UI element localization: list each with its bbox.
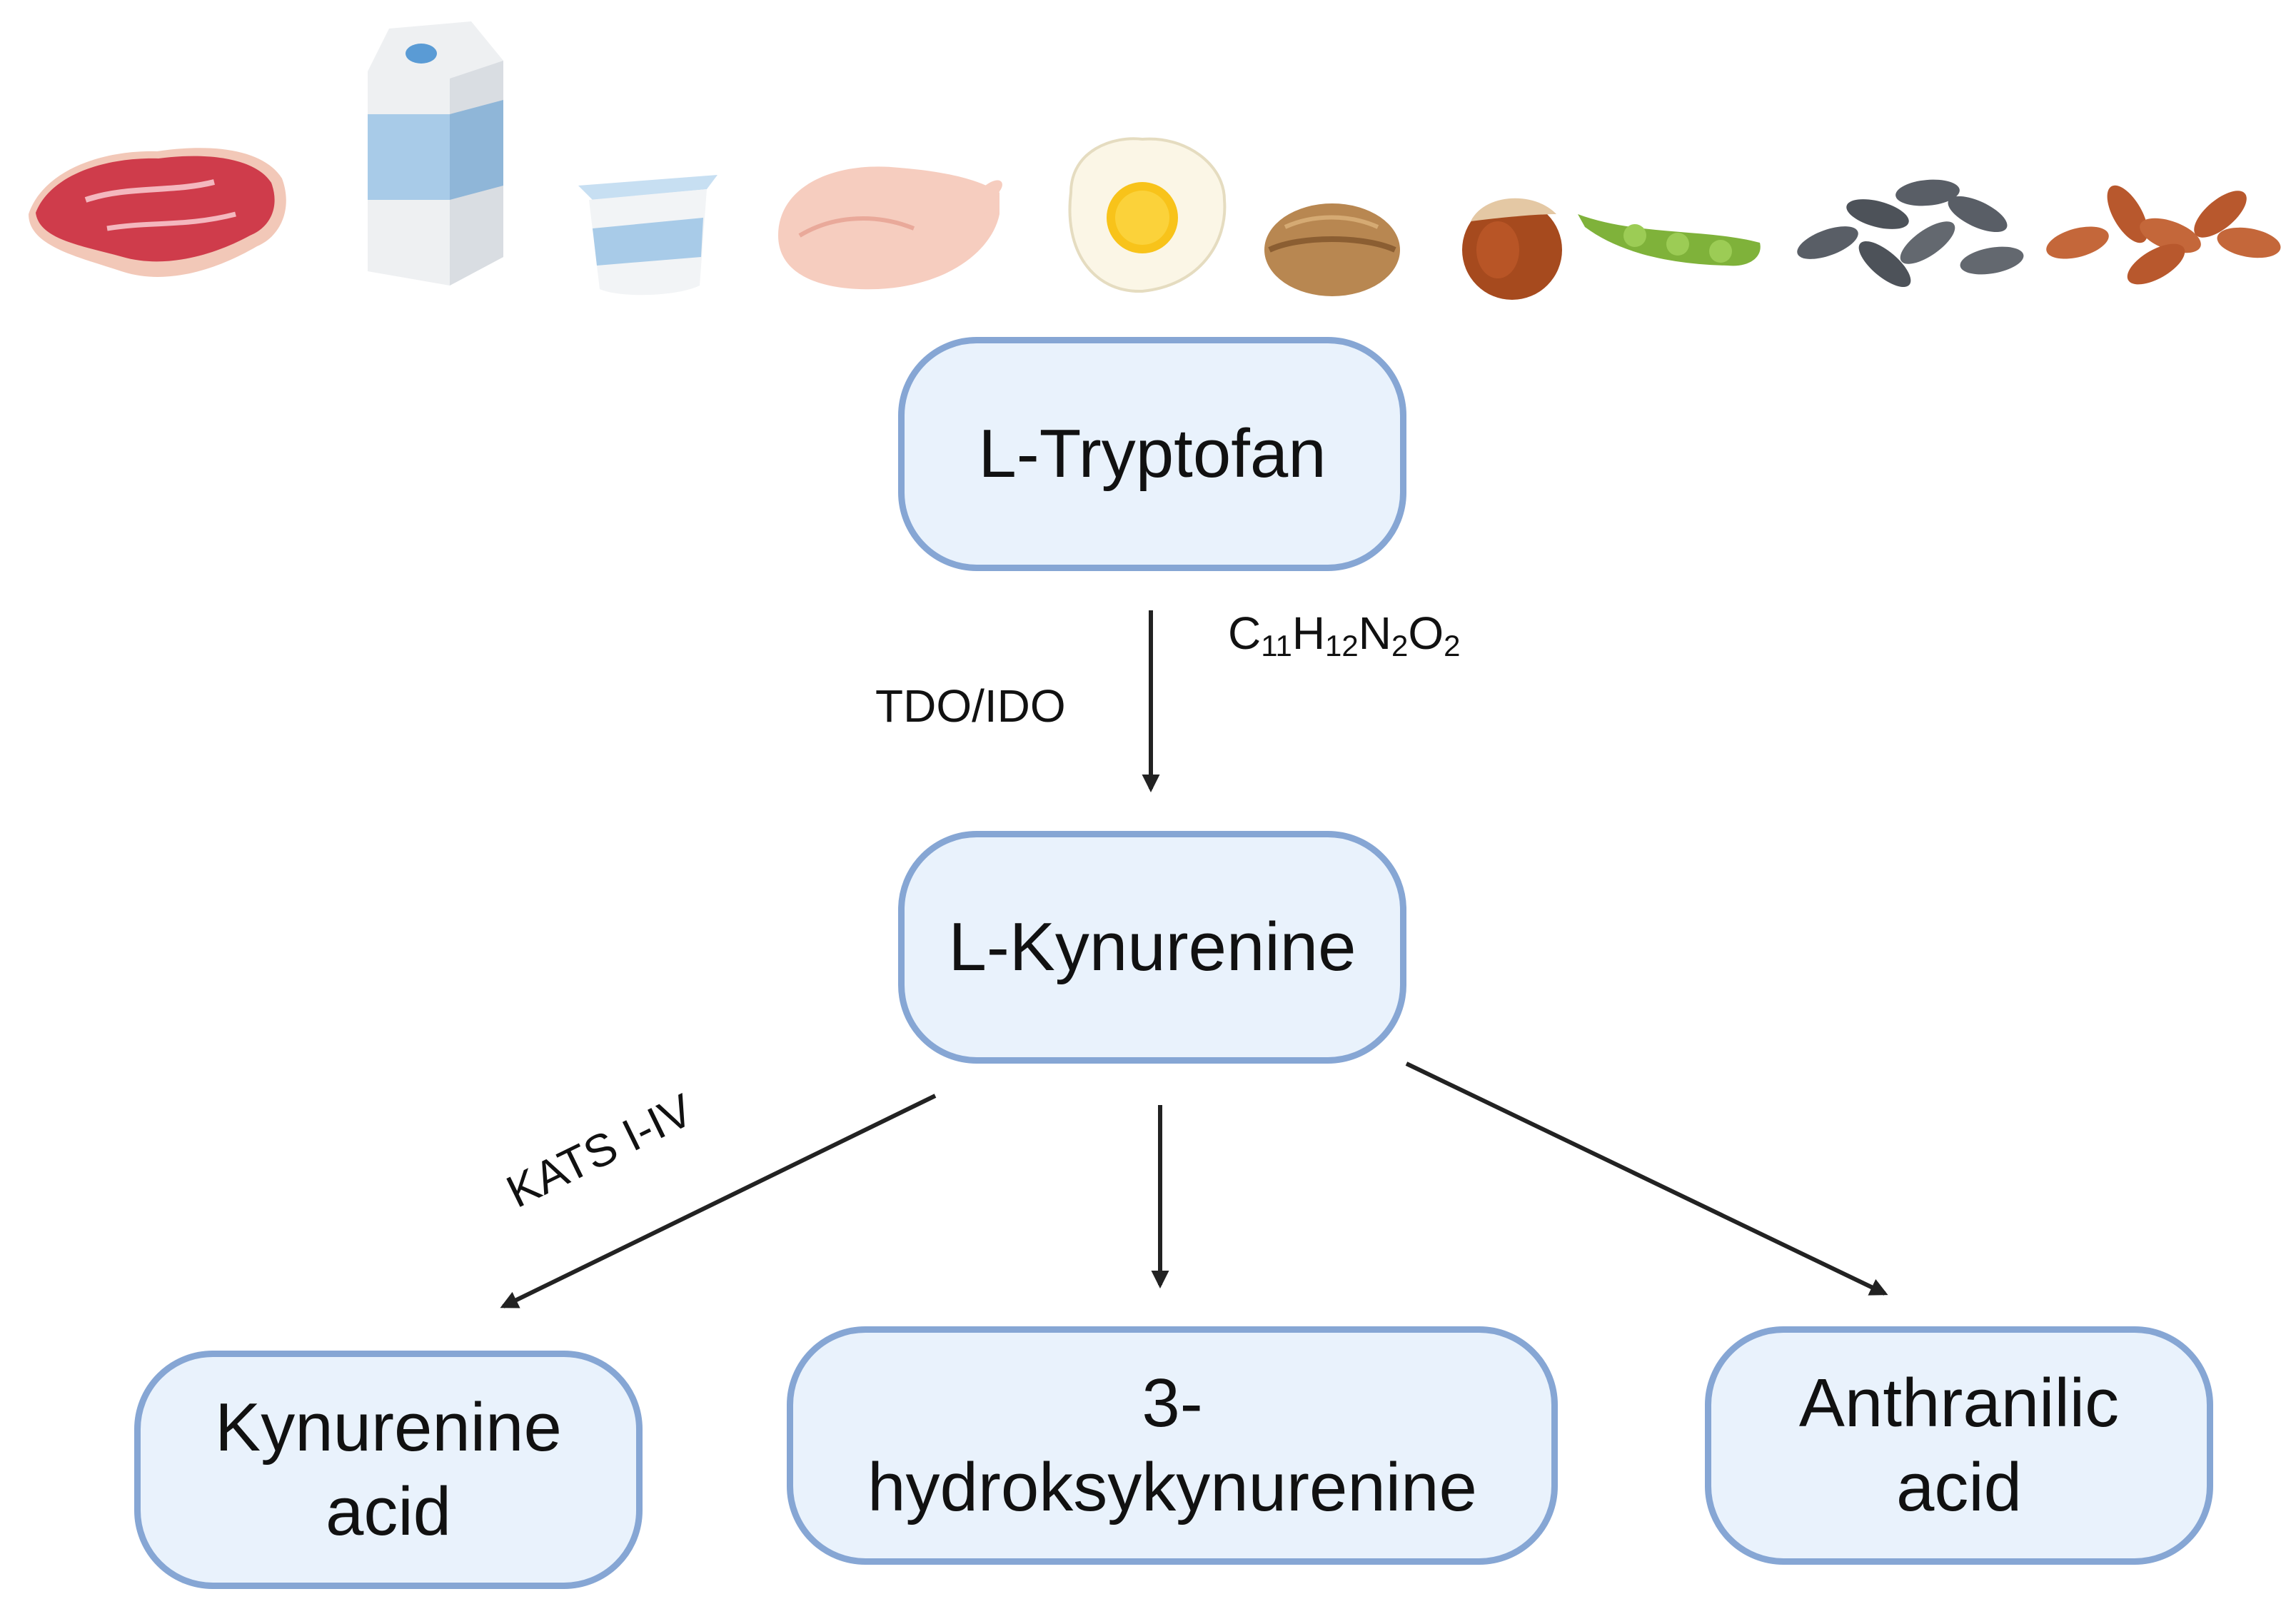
node-3-hydroxykynurenine: 3- hydroksykynurenine <box>787 1326 1558 1565</box>
walnut-icon <box>1264 203 1400 296</box>
node-label: L-Tryptofan <box>978 415 1326 492</box>
node-l-tryptophan: L-Tryptofan <box>898 337 1406 571</box>
hazelnut-icon <box>1462 198 1562 300</box>
molecular-formula-label: C11H12N2O2 <box>1228 607 1461 662</box>
node-anthranilic-acid: Anthranilic acid <box>1705 1326 2213 1565</box>
enzyme-label-tdo-ido: TDO/IDO <box>875 680 1066 732</box>
sunflower-seeds-icon <box>1797 179 2024 288</box>
node-label-line2: acid <box>1895 1449 2023 1525</box>
node-label-line1: Anthranilic <box>1798 1365 2120 1441</box>
node-label-line1: Kynurenine <box>215 1389 562 1466</box>
node-label-line2: acid <box>325 1473 452 1550</box>
node-label: L-Kynurenine <box>948 909 1356 985</box>
node-l-kynurenine: L-Kynurenine <box>898 831 1406 1064</box>
arrow-to-kynurenine-acid <box>500 1094 937 1308</box>
fried-egg-icon <box>1068 137 1227 293</box>
almonds-icon <box>2046 185 2281 285</box>
node-label-line1: 3- <box>1142 1365 1203 1441</box>
node-kynurenine-acid: Kynurenine acid <box>134 1351 643 1589</box>
yogurt-icon <box>578 175 718 296</box>
node-label-line2: hydroksykynurenine <box>867 1449 1477 1525</box>
meat-icon <box>29 148 286 277</box>
milk-carton-icon <box>368 21 503 286</box>
chicken-icon <box>778 166 1002 290</box>
soybean-pod-icon <box>1578 214 1761 266</box>
arrow-to-anthranilic-acid <box>1405 1061 1888 1296</box>
